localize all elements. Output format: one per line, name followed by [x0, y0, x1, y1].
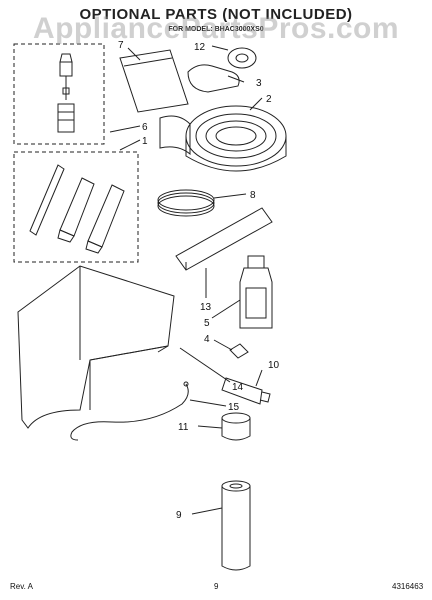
tape-roll-12-drawing	[227, 47, 257, 69]
revision-label: Rev. A	[10, 582, 33, 591]
callout-3: 3	[256, 78, 262, 89]
callout-5: 5	[204, 318, 210, 329]
page-title: OPTIONAL PARTS (NOT INCLUDED)	[79, 6, 353, 23]
callout-2: 2	[266, 94, 272, 105]
callout-14: 14	[232, 382, 244, 393]
callout-11: 11	[178, 422, 189, 433]
ac-cover-drawing	[17, 265, 175, 429]
callout-6: 6	[142, 122, 148, 133]
callout-12: 12	[194, 42, 206, 53]
spray-can-9-drawing	[221, 480, 251, 571]
cap-4-drawing	[229, 343, 249, 359]
part-number: 4316463	[392, 582, 424, 591]
coil-ring-8-drawing	[157, 189, 215, 217]
insulation-roll-2-drawing	[159, 105, 287, 172]
callout-1: 1	[142, 136, 148, 147]
foam-block-13-drawing	[175, 207, 273, 271]
foam-strip-3-drawing	[187, 64, 240, 93]
dashed-box-6	[13, 43, 105, 145]
screw-bag-drawing	[119, 49, 189, 113]
model-number: FOR MODEL: BHAC3000XS0	[168, 26, 264, 33]
callout-8: 8	[250, 190, 256, 201]
callout-15: 15	[228, 402, 240, 413]
valve-assembly-drawing	[57, 53, 75, 133]
tube-10-drawing	[221, 377, 271, 405]
tape-roll-11-drawing	[221, 412, 251, 441]
watermark-text: AppliancePartsPros.com	[32, 12, 400, 45]
cord-15-drawing	[70, 381, 189, 441]
tubes-drawing	[29, 164, 125, 254]
dashed-box-1	[13, 151, 139, 263]
callout-10: 10	[268, 360, 280, 371]
callout-labels: 7 12 3 2 6 1 8 13 5 4 10 14 15 11 9	[118, 40, 280, 521]
bottle-5-drawing	[239, 255, 273, 329]
callout-9: 9	[176, 510, 182, 521]
callout-4: 4	[204, 334, 210, 345]
page-number: 9	[214, 582, 219, 591]
callout-7: 7	[118, 40, 124, 51]
leader-lines	[109, 45, 263, 515]
callout-13: 13	[200, 302, 212, 313]
